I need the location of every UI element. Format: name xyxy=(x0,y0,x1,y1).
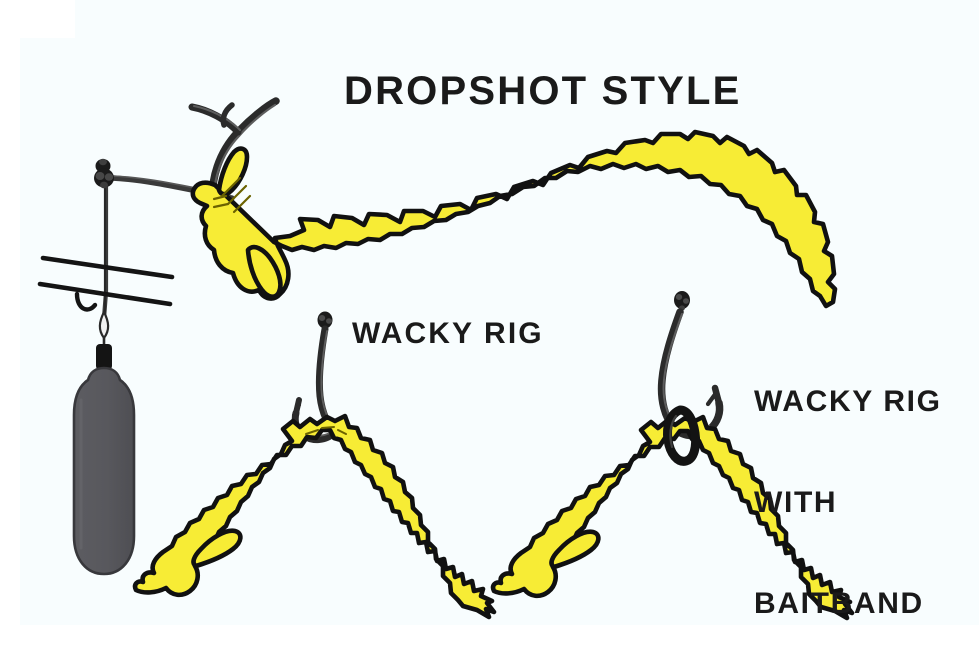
baitband-knot xyxy=(674,291,690,311)
wacky-hook-barb xyxy=(292,403,301,417)
label-baitband-line-3: BAITBAND xyxy=(754,586,924,620)
baitband-hook-barb xyxy=(705,390,719,407)
dropshot-worm-head-flipper xyxy=(216,146,250,197)
dropshot-sinker xyxy=(72,366,136,576)
wacky-rig xyxy=(132,245,497,620)
background-panel-top xyxy=(75,0,979,46)
wacky-knot xyxy=(317,311,333,329)
background-panel xyxy=(20,38,979,625)
wacky-hidden-hook-dashes xyxy=(305,426,347,435)
dropshot-hidden-hook-dashes xyxy=(212,176,252,214)
baitband-o-ring xyxy=(663,405,701,466)
dropshot-rig xyxy=(37,35,838,576)
baitband-worm-head-flipper xyxy=(549,529,601,570)
line-break-marks xyxy=(37,255,175,307)
wacky-worm-head-flipper xyxy=(191,528,243,569)
wacky-baitband-rig xyxy=(490,245,855,621)
dropshot-palomar-knot xyxy=(94,158,114,189)
label-wacky-rig: WACKY RIG xyxy=(352,317,544,350)
label-baitband-line-1: WACKY RIG xyxy=(754,385,942,419)
label-dropshot-style: DROPSHOT STYLE xyxy=(344,69,742,113)
dropshot-wire-clip xyxy=(98,309,110,346)
label-wacky-rig-with-baitband: WACKY RIG WITH BAITBAND xyxy=(754,318,942,654)
dropshot-worm xyxy=(190,129,838,309)
dropshot-worm-lower-appendage xyxy=(245,244,283,299)
label-baitband-line-2: WITH xyxy=(754,485,838,519)
wacky-worm xyxy=(132,413,497,620)
leader-curl xyxy=(74,291,98,312)
baitband-worm xyxy=(490,414,855,621)
dropshot-crimp xyxy=(96,344,112,370)
dropshot-tag-line xyxy=(101,183,109,321)
baitband-hook-point xyxy=(711,384,723,407)
